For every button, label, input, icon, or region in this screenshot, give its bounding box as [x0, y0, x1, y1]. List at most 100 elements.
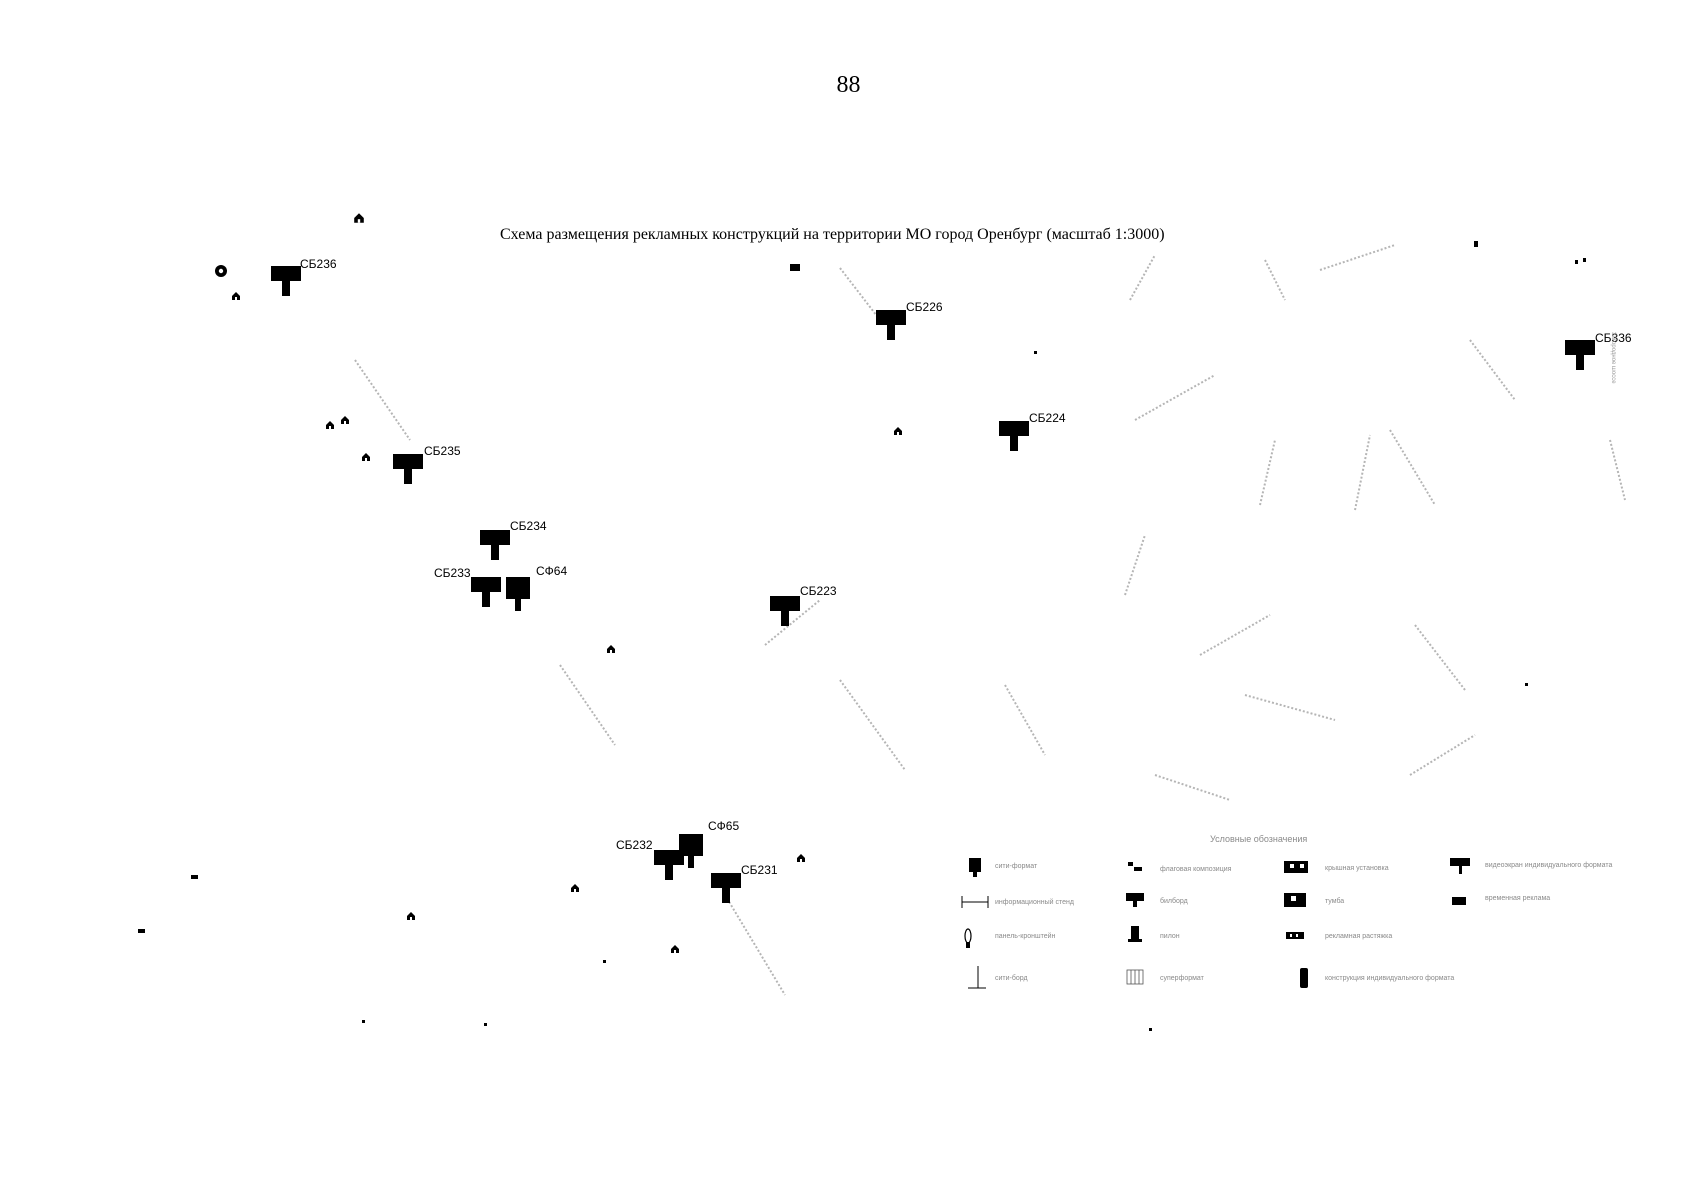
- city-board-icon: [968, 966, 986, 989]
- house-icon: [362, 453, 370, 461]
- city-format-icon: [969, 858, 981, 877]
- svg-text:рекламная растяжка: рекламная растяжка: [1325, 933, 1392, 940]
- billboard-icon: [770, 596, 800, 626]
- svg-text:временная реклама: временная реклама: [1485, 895, 1550, 902]
- house-icon: [341, 416, 349, 424]
- legend-item: рекламная растяжка: [1286, 932, 1392, 940]
- svg-text:билборд: билборд: [1160, 897, 1188, 905]
- marker-sf65[interactable]: СФ65: [679, 819, 739, 868]
- svg-text:видеоэкран индивидуального фор: видеоэкран индивидуального формата: [1485, 862, 1612, 869]
- legend-item: сити-борд: [968, 966, 1028, 989]
- billboard-icon: [999, 421, 1029, 451]
- billboard-icon: [1126, 893, 1144, 907]
- markers-layer: СБ236 СБ226 СБ336 СБ224 СБ235 СБ234 СБ23…: [271, 257, 1632, 903]
- videoscreen-icon: [1450, 858, 1470, 874]
- marker-label: СФ65: [708, 819, 739, 833]
- legend-item: видеоэкран индивидуального формата: [1450, 858, 1612, 874]
- minor-map-objects: [138, 213, 1586, 1031]
- billboard-icon: [876, 310, 906, 340]
- marker-sb235[interactable]: СБ235: [393, 444, 461, 484]
- flag-composition-icon: [1128, 862, 1142, 871]
- page-number: 88: [836, 72, 861, 98]
- marker-icon: [1474, 241, 1478, 247]
- svg-text:тумба: тумба: [1325, 897, 1344, 905]
- marker-sb336[interactable]: СБ336: [1565, 331, 1632, 370]
- tumba-icon: [1284, 893, 1306, 907]
- svg-text:панель-кронштейн: панель-кронштейн: [995, 932, 1056, 940]
- roof-installation-icon: [1284, 861, 1308, 873]
- marker-sb232[interactable]: СБ232: [616, 838, 684, 880]
- house-icon: [894, 427, 902, 435]
- legend-item: панель-кронштейн: [964, 928, 1056, 948]
- house-icon: [407, 912, 415, 920]
- house-icon: [607, 645, 615, 653]
- legend: Условные обозначения сити-формат флагова…: [961, 834, 1612, 989]
- house-icon: [797, 854, 805, 862]
- marker-sb233[interactable]: СБ233: [434, 566, 501, 607]
- super-format-icon: [1126, 969, 1144, 985]
- svg-text:суперформат: суперформат: [1160, 975, 1205, 982]
- temporary-ad-icon: [1452, 897, 1466, 905]
- svg-text:пилон: пилон: [1160, 933, 1180, 940]
- billboard-icon: [711, 873, 741, 903]
- pylon-icon: [506, 577, 530, 611]
- marker-label: СБ236: [300, 257, 337, 271]
- streets-layer: [354, 244, 1626, 996]
- marker-label: СБ224: [1029, 411, 1066, 425]
- map-title: Схема размещения рекламных конструкций н…: [500, 226, 1165, 243]
- svg-text:флаговая композиция: флаговая композиция: [1160, 866, 1232, 873]
- marker-sb226[interactable]: СБ226: [876, 300, 943, 340]
- legend-item: суперформат: [1126, 969, 1205, 985]
- marker-sb231[interactable]: СБ231: [711, 863, 778, 903]
- legend-item: флаговая композиция: [1128, 862, 1232, 873]
- individual-structure-icon: [1300, 968, 1308, 988]
- marker-label: СБ223: [800, 584, 837, 598]
- billboard-icon: [471, 577, 501, 607]
- billboard-icon: [393, 454, 423, 484]
- legend-item: информационный стенд: [961, 896, 1074, 908]
- marker-sb234[interactable]: СБ234: [480, 519, 547, 560]
- pylon-icon: [1128, 926, 1142, 942]
- dot-icon: [191, 875, 198, 879]
- legend-item: пилон: [1128, 926, 1180, 942]
- banner-stretch-icon: [1286, 932, 1304, 939]
- svg-text:сити-формат: сити-формат: [995, 863, 1038, 870]
- legend-item: билборд: [1126, 893, 1188, 907]
- marker-label: СБ336: [1595, 331, 1632, 345]
- marker-label: СБ231: [741, 863, 778, 877]
- billboard-icon: [654, 850, 684, 880]
- house-icon: [354, 213, 364, 223]
- svg-text:конструкция индивидуального фо: конструкция индивидуального формата: [1325, 975, 1454, 982]
- street-label: Загородное шоссе: [1610, 332, 1616, 384]
- marker-label: СБ234: [510, 519, 547, 533]
- house-icon: [232, 292, 240, 300]
- legend-item: временная реклама: [1452, 895, 1550, 905]
- marker-sf64[interactable]: СФ64: [506, 564, 567, 611]
- legend-item: конструкция индивидуального формата: [1300, 968, 1454, 988]
- marker-icon: [790, 264, 800, 271]
- marker-label: СБ235: [424, 444, 461, 458]
- marker-label: СБ232: [616, 838, 653, 852]
- house-icon: [571, 884, 579, 892]
- marker-label: СФ64: [536, 564, 567, 578]
- legend-item: тумба: [1284, 893, 1344, 907]
- info-stand-icon: [961, 896, 989, 908]
- svg-text:информационный стенд: информационный стенд: [995, 898, 1074, 906]
- legend-item: крышная установка: [1284, 861, 1389, 873]
- billboard-icon: [480, 530, 510, 560]
- bracket-panel-icon: [964, 928, 972, 948]
- svg-text:сити-борд: сити-борд: [995, 974, 1028, 982]
- marker-sb223[interactable]: СБ223: [770, 584, 837, 626]
- marker-sb236[interactable]: СБ236: [271, 257, 337, 296]
- legend-title: Условные обозначения: [1210, 834, 1307, 844]
- marker-sb224[interactable]: СБ224: [999, 411, 1066, 451]
- billboard-icon: [271, 266, 301, 296]
- billboard-icon: [1565, 340, 1595, 370]
- marker-label: СБ226: [906, 300, 943, 314]
- marker-label: СБ233: [434, 566, 471, 580]
- svg-text:крышная установка: крышная установка: [1325, 865, 1389, 872]
- dot-icon: [138, 929, 145, 933]
- house-icon: [326, 421, 334, 429]
- legend-item: сити-формат: [969, 858, 1038, 877]
